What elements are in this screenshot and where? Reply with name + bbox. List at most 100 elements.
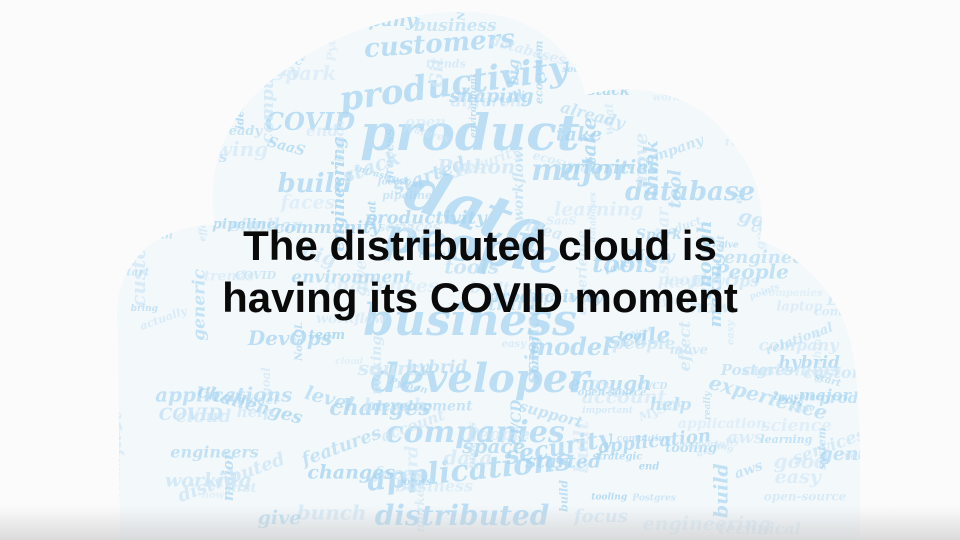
word-cloud-word: services [378, 220, 441, 236]
word-cloud-word: developer [371, 355, 592, 402]
word-cloud-word: COVID [159, 405, 223, 425]
word-cloud-word: priorities [560, 156, 659, 178]
word-cloud-word: productivity [488, 287, 604, 307]
word-cloud-word: tooling [665, 441, 717, 456]
word-cloud-word: easy [775, 466, 823, 488]
word-cloud-word: COVID [235, 269, 277, 282]
word-cloud-word: CI/CD [638, 382, 668, 392]
word-cloud-word: learning [554, 199, 644, 221]
word-cloud-word: COVID [265, 107, 355, 136]
word-cloud-word: marked [769, 69, 821, 83]
word-cloud-word: level [181, 65, 205, 75]
word-cloud-word: now [202, 490, 225, 501]
word-cloud-word: company [327, 10, 418, 31]
word-cloud-word: Python [325, 14, 339, 62]
word-cloud-word: changes [847, 114, 903, 128]
word-cloud-word: shaping [448, 85, 533, 107]
word-cloud-word: model [529, 332, 612, 361]
word-cloud-word: cloud [335, 357, 363, 367]
word-cloud-word: open [419, 250, 446, 261]
word-cloud-word: enough [694, 220, 716, 300]
word-cloud-word: laptop [125, 27, 186, 47]
word-cloud-word: database [625, 177, 755, 207]
word-cloud-word: similar [654, 207, 674, 276]
word-cloud-word: started [524, 451, 601, 473]
word-cloud-word: tool [619, 329, 647, 344]
word-cloud-word: good [774, 449, 829, 473]
word-cloud-word: build [277, 169, 352, 199]
word-cloud-word: learning [760, 433, 812, 446]
word-cloud-word: faces [279, 192, 336, 214]
word-cloud-word: take [556, 123, 602, 145]
word-cloud-word: model [789, 33, 851, 68]
word-cloud-word: application [678, 416, 766, 432]
word-cloud-word: companies [385, 415, 565, 450]
word-cloud-word: points [397, 477, 432, 488]
word-cloud-word: key [664, 273, 696, 292]
word-cloud-word: space [132, 113, 183, 132]
word-cloud-word: model [237, 393, 279, 407]
word-cloud-word: cloud [176, 406, 232, 427]
word-cloud-word: CI/CD [509, 399, 525, 446]
word-cloud-word: making [705, 252, 726, 328]
word-cloud-word: MySQL [133, 73, 194, 91]
word-cloud-word: give [351, 260, 370, 297]
word-cloud-word: engineers [170, 442, 259, 461]
word-cloud-word: Postgres [631, 494, 676, 504]
word-cloud-word: back [778, 105, 797, 147]
word-cloud-word: companies [763, 288, 823, 299]
word-cloud-word: environment [291, 268, 412, 288]
word-cloud-word: easy [725, 320, 736, 345]
word-cloud-word: Now [789, 403, 815, 414]
word-cloud-word: really [781, 103, 829, 130]
word-cloud-word: People [465, 425, 530, 445]
word-cloud-word: people [612, 334, 675, 354]
bottom-shadow [0, 506, 960, 540]
word-cloud-word: distributed [816, 0, 829, 58]
word-cloud-word: start [121, 124, 131, 149]
word-cloud-word: first [104, 411, 126, 457]
word-cloud-word: experience [574, 230, 590, 315]
word-cloud-word: technical [265, 18, 343, 36]
word-cloud-word: changes [329, 395, 430, 421]
word-cloud-word: applications [843, 165, 960, 185]
slide-title-line-1: The distributed cloud is [243, 222, 717, 269]
word-cloud-word: bunch [333, 120, 347, 162]
word-cloud-word: business [395, 477, 473, 496]
word-cloud-word: trends [426, 58, 466, 71]
word-cloud-word: environment [469, 73, 479, 138]
word-cloud-word: think [641, 140, 663, 197]
word-cloud-word: end [306, 121, 339, 140]
word-cloud-word: Spark [636, 227, 682, 243]
word-cloud-word: team [140, 65, 150, 90]
word-cloud-word: scale [600, 15, 616, 55]
word-cloud-word: system [815, 427, 828, 470]
word-cloud-word: Spark [271, 61, 337, 85]
word-cloud-word: challenges [325, 275, 439, 297]
word-cloud-word: help [237, 403, 274, 421]
word-cloud-word: etc [734, 187, 745, 204]
word-cloud-word: team [309, 328, 345, 343]
cloud-shape [117, 11, 861, 540]
word-cloud-word: People [713, 260, 789, 284]
word-cloud-word: development [372, 399, 473, 415]
word-cloud-word: aws [727, 427, 764, 448]
word-cloud-word: workflow [511, 150, 527, 221]
word-cloud-word: product [360, 103, 580, 162]
slide-title: The distributed cloud is having its COVI… [0, 220, 960, 324]
word-cloud-word: now [690, 296, 732, 317]
word-cloud-word: product [819, 389, 885, 407]
word-cloud-word: process [466, 422, 479, 469]
word-cloud-word: hard [538, 10, 575, 26]
word-cloud-word: developer [752, 81, 865, 133]
word-cloud-word: community [109, 423, 123, 499]
word-cloud-word: bring [131, 304, 158, 314]
word-cloud-word: what [602, 102, 616, 135]
word-cloud-word: open-source [578, 387, 647, 398]
word-cloud-word: growing [751, 104, 829, 124]
word-cloud-word: machine [778, 393, 821, 403]
word-cloud-word: open [405, 113, 446, 131]
word-cloud-word: built [569, 420, 593, 474]
word-cloud-word: different [451, 91, 530, 110]
